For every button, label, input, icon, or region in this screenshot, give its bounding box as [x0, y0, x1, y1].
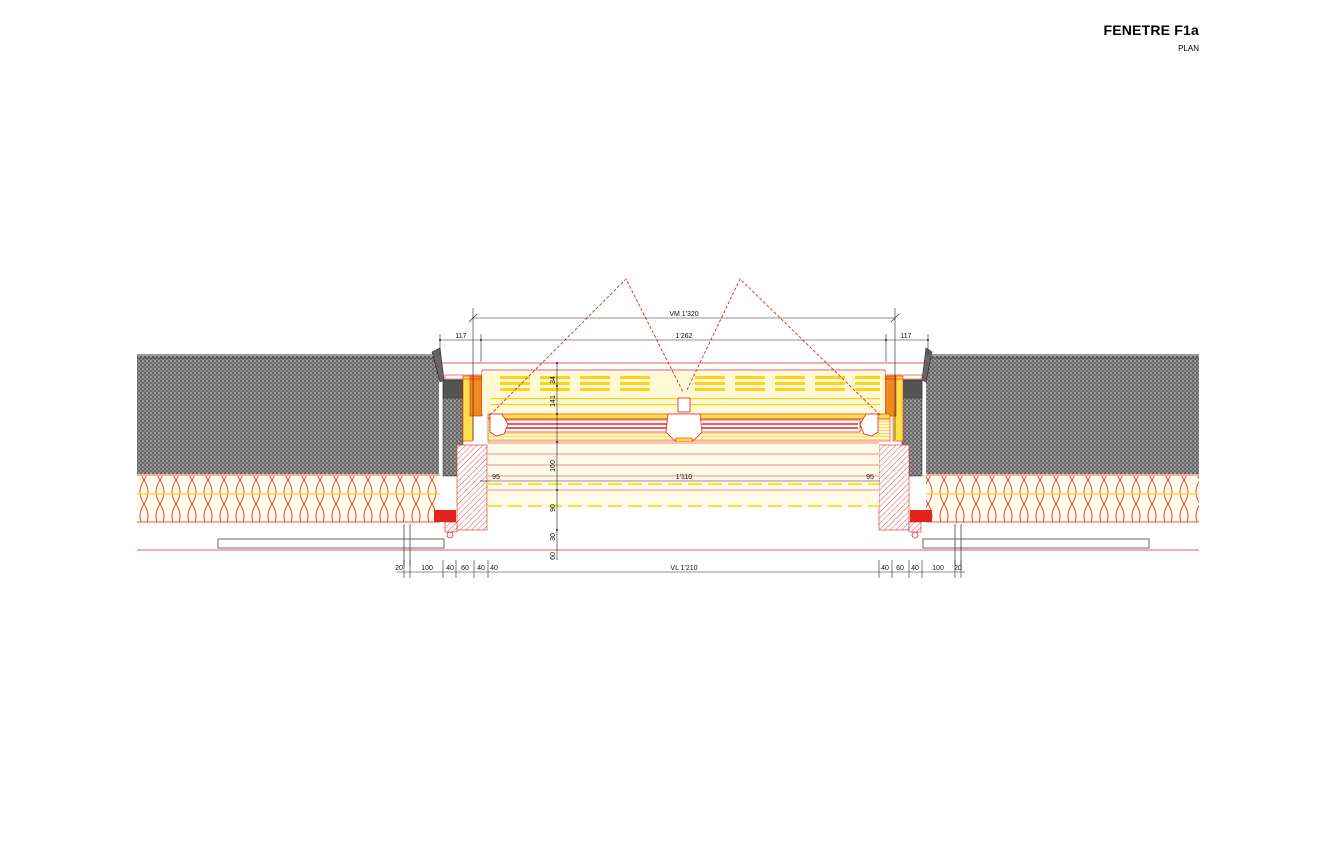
wall-masonry-left	[137, 354, 439, 474]
dim-reveal-right: 117	[900, 333, 911, 340]
dim-inner: 1'110	[676, 474, 692, 481]
dim-v60: 60	[550, 552, 557, 560]
insulation-left	[137, 476, 439, 522]
dim-bottom-left: 20	[395, 565, 403, 572]
dim-bottom-right: 40	[911, 565, 919, 572]
dim-v30: 30	[550, 533, 557, 541]
dim-bottom-left: 40	[446, 565, 454, 572]
dim-frame-left: 95	[492, 474, 500, 481]
dim-v34: 34	[550, 376, 557, 384]
jamb-left	[431, 347, 488, 539]
dim-bottom-right: 20	[954, 565, 962, 572]
cladding-panel-left	[217, 538, 445, 549]
dim-v141: 141	[550, 395, 557, 407]
dim-v160: 160	[550, 460, 557, 472]
dim-vm: VM 1'320	[669, 311, 698, 318]
dim-reveal-left: 117	[455, 333, 466, 340]
drawing-title: FENETRE F1a	[1103, 22, 1199, 38]
dim-bottom-right: 40	[881, 565, 889, 572]
insulation-right	[926, 476, 1199, 522]
dim-bottom-left: 40	[490, 565, 498, 572]
dim-vl: VL 1'210	[670, 565, 697, 572]
dim-frame-right: 95	[866, 474, 874, 481]
wall-masonry-right	[926, 354, 1199, 474]
drawing-subtitle: PLAN	[1178, 44, 1199, 53]
dim-bottom-left: 60	[461, 565, 469, 572]
dim-bottom-right: 60	[896, 565, 904, 572]
dim-overall: 1'262	[676, 333, 693, 340]
dim-bottom-left: 100	[421, 565, 433, 572]
cladding-panel-right	[922, 538, 1150, 549]
dim-bottom-left: 40	[477, 565, 485, 572]
window-sashes	[487, 397, 891, 443]
dim-bottom-right: 100	[932, 565, 944, 572]
interior-reveal	[488, 442, 879, 508]
dim-v90: 90	[550, 504, 557, 512]
jamb-right	[878, 347, 933, 539]
sash-swing-lines	[489, 278, 881, 416]
